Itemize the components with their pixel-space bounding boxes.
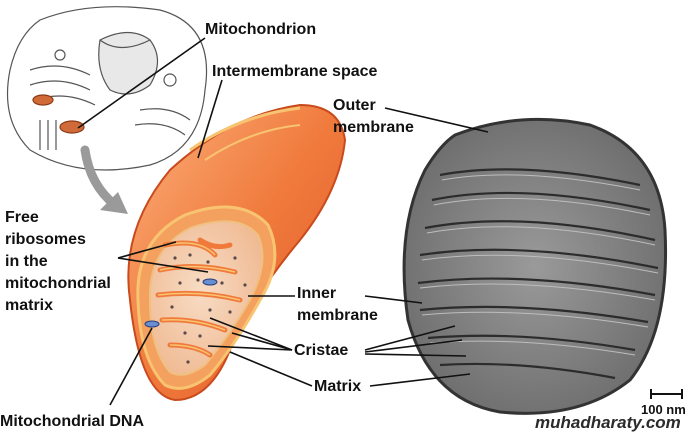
label-free-ribosomes-line3: in the bbox=[5, 253, 48, 270]
pointer-arrow bbox=[80, 145, 120, 210]
label-inner-membrane-line2: membrane bbox=[297, 307, 378, 324]
label-free-ribosomes-line1: Free bbox=[5, 209, 39, 226]
label-inner-membrane-line1: Inner bbox=[297, 285, 337, 302]
cell-sketch bbox=[7, 6, 208, 171]
pointer-arrow-head bbox=[100, 192, 128, 214]
label-mitochondrial-dna: Mitochondrial DNA bbox=[0, 413, 144, 430]
label-free-ribosomes-line2: ribosomes bbox=[5, 231, 86, 248]
label-mitochondrion: Mitochondrion bbox=[205, 21, 317, 38]
leader-lines bbox=[77, 37, 489, 406]
label-matrix: Matrix bbox=[314, 378, 362, 395]
scale-bar bbox=[650, 389, 683, 399]
label-free-ribosomes-line4: mitochondrial bbox=[5, 275, 111, 292]
watermark: muhadharaty.com bbox=[535, 413, 681, 432]
label-outer-membrane-line1: Outer bbox=[333, 97, 376, 114]
electron-micrograph bbox=[402, 117, 668, 415]
label-cristae: Cristae bbox=[294, 342, 349, 359]
label-intermembrane-space: Intermembrane space bbox=[212, 63, 378, 80]
label-outer-membrane-line2: membrane bbox=[333, 119, 414, 136]
scale-bar-label: 100 nm bbox=[641, 402, 686, 417]
label-free-ribosomes-line5: matrix bbox=[5, 297, 54, 314]
mitochondrion-model bbox=[127, 103, 347, 402]
